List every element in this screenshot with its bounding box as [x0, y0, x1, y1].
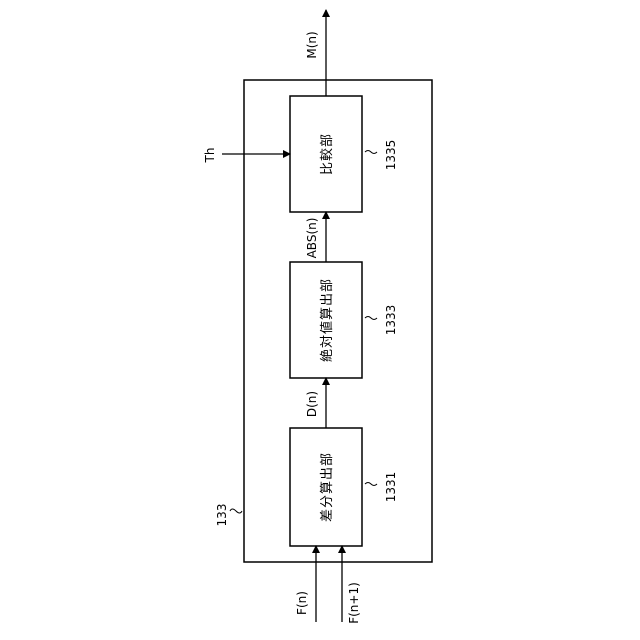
signal-th-label: Th	[203, 148, 217, 164]
block-1331-ref: 1331	[384, 472, 398, 503]
signal-dn-label: D(n)	[305, 391, 319, 417]
container-133-leader	[230, 509, 242, 513]
block-1335-label: 比較部	[320, 133, 335, 175]
block-1333-leader	[365, 317, 377, 320]
block-1335-ref: 1335	[384, 140, 398, 171]
signal-mn-label: M(n)	[305, 31, 319, 58]
container-133-ref: 133	[215, 504, 229, 527]
signal-fn1-label: F(n+1)	[347, 582, 361, 624]
block-1333-ref: 1333	[384, 305, 398, 336]
block-1335-leader	[365, 151, 377, 154]
signal-absn-label: ABS(n)	[305, 218, 319, 259]
block-1331-leader	[365, 483, 377, 486]
block-1333-label: 絶対値算出部	[319, 278, 335, 362]
signal-fn-label: F(n)	[295, 591, 309, 615]
block-1331-label: 差分算出部	[320, 452, 335, 522]
